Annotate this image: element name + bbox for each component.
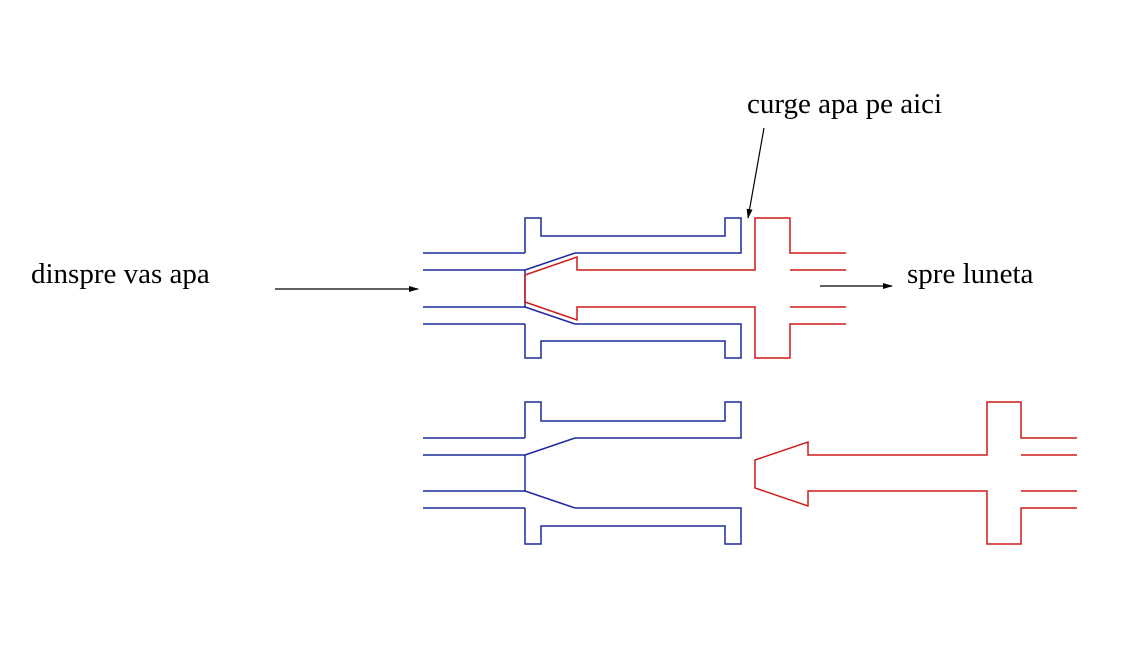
nozzle-outline-top — [524, 217, 846, 276]
outer-taper-line — [524, 306, 576, 325]
destination-label: spre luneta — [907, 258, 1034, 290]
outer-flange-bottom — [524, 323, 742, 359]
outer-coupling-assembled — [423, 217, 742, 359]
outer-flange-top — [524, 217, 742, 254]
exploded-view — [423, 401, 1077, 545]
inner-nozzle-assembled — [524, 217, 846, 359]
annotations: dinspre vas apa spre luneta curge apa pe… — [31, 88, 1034, 292]
outer-flange-bottom — [524, 507, 742, 545]
flow-note-label: curge apa pe aici — [747, 88, 942, 120]
nozzle-outline-bottom — [524, 301, 846, 359]
assembled-view — [423, 217, 846, 359]
outer-flange-top — [524, 401, 742, 439]
outer-taper-line — [524, 252, 576, 271]
source-label: dinspre vas apa — [31, 258, 210, 290]
outer-taper-line — [524, 437, 576, 456]
outer-coupling-exploded — [423, 401, 742, 545]
nozzle-outline — [754, 401, 1077, 545]
outer-taper-line — [524, 490, 576, 509]
inner-nozzle-exploded — [754, 401, 1077, 545]
flow-note-leader — [746, 127, 765, 219]
